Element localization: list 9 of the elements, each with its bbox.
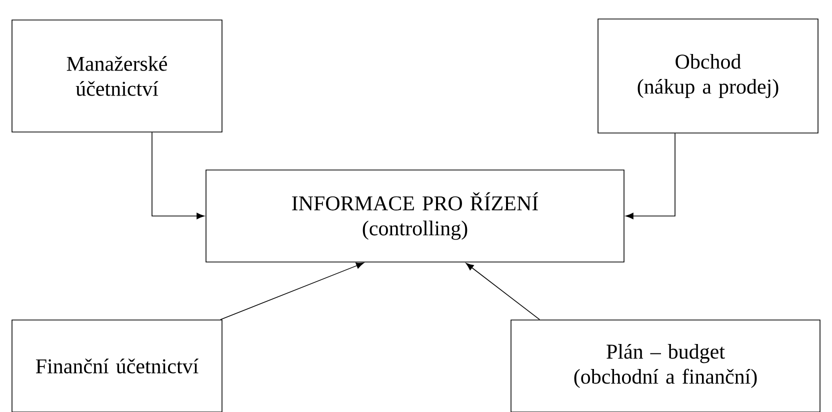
- box: INFORMACE PRO ŘÍZENÍ (controlling): [206, 170, 624, 262]
- arrow: [626, 133, 676, 220]
- arrow: [152, 132, 204, 220]
- box: Finanční účetnictví: [12, 320, 222, 412]
- box: Obchod (nákup a prodej): [598, 18, 818, 134]
- arrow: [466, 262, 540, 320]
- box: Plán – budget (obchodní a finanční): [510, 320, 820, 412]
- box: Manažerské účetnictví: [12, 20, 222, 132]
- arrow: [220, 262, 364, 320]
